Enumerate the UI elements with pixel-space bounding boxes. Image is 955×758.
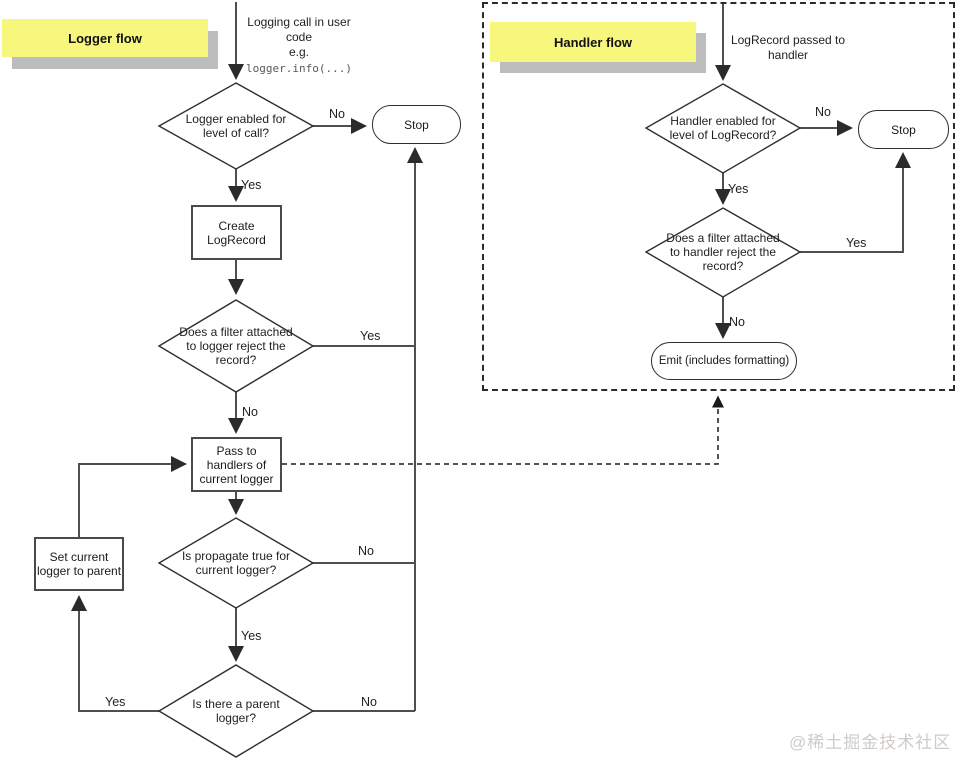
edge-setcurrent-to-pass xyxy=(78,456,187,537)
decision-logger-enabled-shape xyxy=(157,82,315,170)
logger-entry-note: Logging call in user code e.g. xyxy=(247,15,351,59)
label-h-enabled-no: No xyxy=(815,105,831,119)
decision-handler-enabled-shape xyxy=(644,83,802,174)
watermark-text: @稀土掘金技术社区 xyxy=(789,733,952,752)
label-parent-no: No xyxy=(361,695,377,709)
edge-pass-to-handler-flow-dashed xyxy=(282,395,724,465)
process-pass-to-handlers: Pass to handlers of current logger xyxy=(191,437,282,492)
terminator-emit: Emit (includes formatting) xyxy=(651,342,797,380)
label-h-filter-no: No xyxy=(729,315,745,329)
label-enabled-yes: Yes xyxy=(241,178,262,192)
decision-logger-filter-text: Does a filter attached to logger reject … xyxy=(179,325,293,367)
label-filter-yes: Yes xyxy=(360,329,381,343)
process-create-logrecord: Create LogRecord xyxy=(191,205,282,260)
decision-propagate-text: Is propagate true for current logger? xyxy=(181,549,291,577)
decision-handler-filter-shape xyxy=(644,207,802,298)
stop-label: Stop xyxy=(404,117,429,132)
decision-parent-logger-text: Is there a parent logger? xyxy=(192,697,280,725)
decision-handler-enabled-text: Handler enabled for level of LogRecord? xyxy=(669,114,777,142)
label-propagate-no: No xyxy=(358,544,374,558)
decision-handler-filter-text: Does a filter attached to handler reject… xyxy=(666,231,780,273)
logger-flow-title: Logger flow xyxy=(2,19,208,57)
process-set-current-logger: Set current logger to parent xyxy=(34,537,124,591)
edge-parent-yes-setcurrent xyxy=(71,595,159,712)
label-enabled-no: No xyxy=(329,107,345,121)
handler-flow-region xyxy=(482,2,955,391)
decision-propagate-shape xyxy=(157,517,315,609)
label-h-enabled-yes: Yes xyxy=(728,182,749,196)
handler-entry-note: LogRecord passed to handler xyxy=(730,33,846,62)
edge-h-filter-yes-stop xyxy=(800,152,911,253)
terminator-stop-logger: Stop xyxy=(372,105,461,144)
decision-logger-filter-shape xyxy=(157,299,315,393)
handler-flow-title-label: Handler flow xyxy=(553,34,632,50)
logger-entry-code: logger.info(...) xyxy=(246,62,352,75)
stop-label-handler: Stop xyxy=(891,122,916,137)
decision-logger-enabled-text: Logger enabled for level of call? xyxy=(185,112,287,140)
label-propagate-yes: Yes xyxy=(241,629,262,643)
decision-parent-logger-shape xyxy=(157,664,315,758)
label-filter-no: No xyxy=(242,405,258,419)
terminator-stop-handler: Stop xyxy=(858,110,949,149)
label-parent-yes: Yes xyxy=(105,695,126,709)
handler-flow-title: Handler flow xyxy=(490,22,696,62)
label-h-filter-yes: Yes xyxy=(846,236,867,250)
emit-label: Emit (includes formatting) xyxy=(658,355,790,367)
logger-flow-title-label: Logger flow xyxy=(68,30,142,46)
